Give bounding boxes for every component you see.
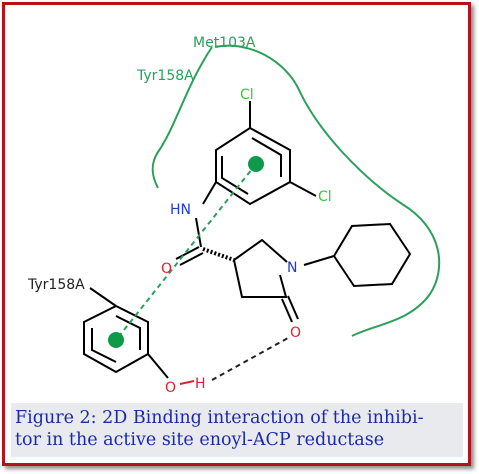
- pocket-contour: [151, 44, 441, 337]
- bond-ring-nh: [202, 181, 217, 205]
- atom-label-cl-right: Cl: [318, 189, 332, 205]
- figure-caption: Figure 2: 2D Binding interaction of the …: [11, 403, 463, 457]
- dichlorophenyl-ring: [215, 126, 291, 206]
- pyrrolidinone-ring: [233, 238, 288, 298]
- atom-label-ring-n: N: [287, 260, 297, 276]
- residue-label-tyr158: Tyr158A: [27, 277, 85, 293]
- atom-label-amide-o: O: [161, 261, 172, 277]
- caption-line-1: Figure 2: 2D Binding interaction of the …: [15, 408, 424, 428]
- figure-frame: [2, 2, 471, 466]
- tyrosine-ring: [83, 304, 149, 374]
- bond-o-h: [179, 380, 195, 385]
- bond-hashed-stereo: [202, 247, 235, 262]
- bond-tyr-backbone: [89, 287, 117, 307]
- bond-carbonyl-o-1: [175, 246, 200, 260]
- pi-stacking-interaction: [115, 163, 257, 341]
- bond-cl-right: [289, 181, 317, 197]
- caption-line-2: tor in the active site enoyl-ACP reducta…: [15, 430, 385, 450]
- atom-label-lactam-o: O: [290, 325, 301, 341]
- atom-label-hydroxyl-o: O: [165, 380, 176, 396]
- cyclohexyl-ring: [332, 222, 412, 288]
- bond-tyr-oh: [147, 353, 169, 379]
- pi-center-tyrosine: [108, 332, 124, 348]
- bond-carbonyl-o-2: [179, 252, 204, 266]
- hydrogen-bond: [211, 337, 289, 381]
- residue-label-met103: Met103A: [193, 35, 256, 51]
- bond-n-cyclohexyl: [303, 255, 335, 266]
- bond-nh-carbonyl: [195, 217, 202, 248]
- atom-label-hydroxyl-h: H: [195, 376, 206, 392]
- bond-lactam-o-1: [281, 298, 293, 323]
- residue-label-tyr158-pocket: Tyr158A: [136, 68, 194, 84]
- atom-label-cl-top: Cl: [240, 87, 254, 103]
- pi-center-dichlorophenyl: [248, 156, 264, 172]
- atom-label-nh: HN: [170, 202, 191, 218]
- bond-lactam-o-2: [287, 295, 299, 320]
